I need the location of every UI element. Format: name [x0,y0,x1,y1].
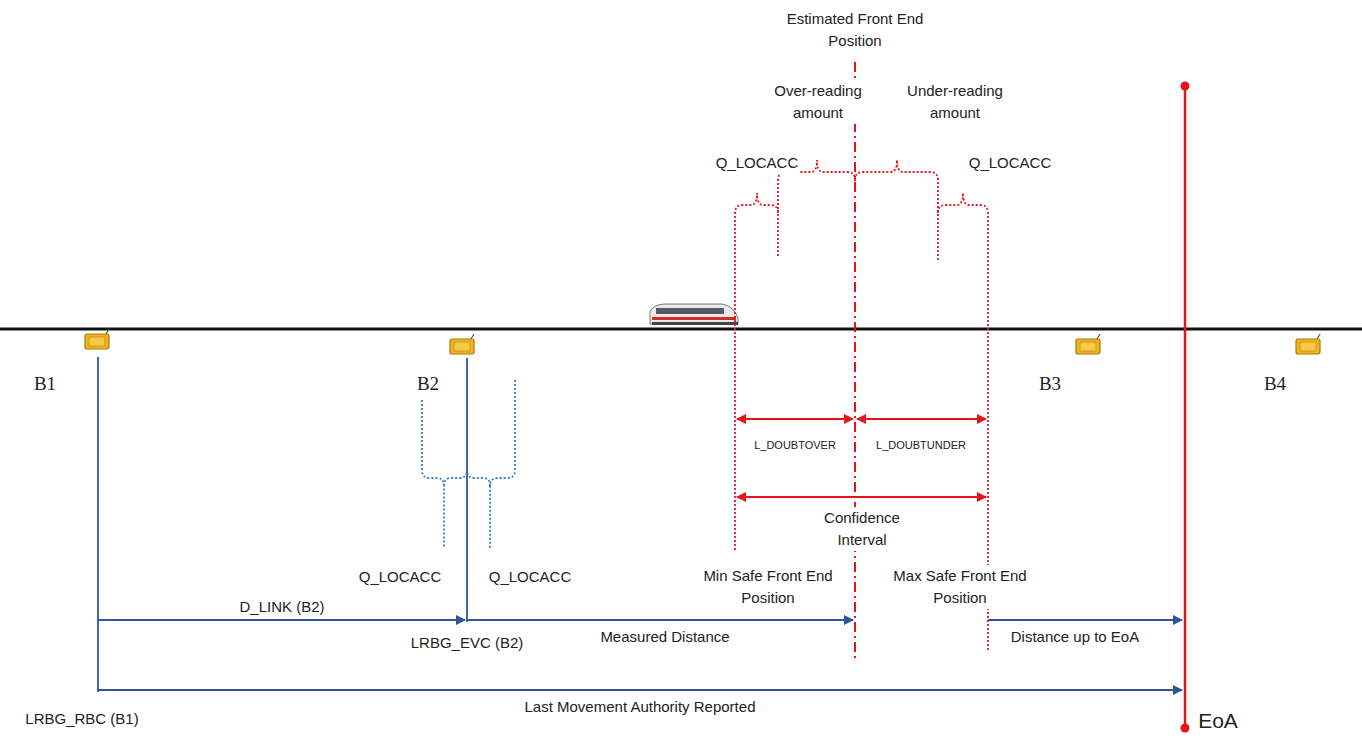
label: Q_LOCACC [714,152,801,174]
label: LRBG_RBC (B1) [23,708,140,730]
balise [85,329,109,349]
label: Over-reading amount [761,80,875,124]
balise [450,334,474,354]
balise-accuracy-brackets [422,380,515,548]
label: Distance up to EoA [1009,626,1141,648]
estimated-front-line [854,62,856,662]
label: Q_LOCACC [357,566,444,588]
eoa-line [1184,86,1187,728]
label: L_DOUBTUNDER [874,438,968,454]
reference-lines [98,357,1182,692]
label: B2 [415,370,441,398]
label: B1 [32,370,58,398]
label: Confidence Interval [810,507,914,551]
label: Last Movement Authority Reported [523,696,758,718]
label: Measured Distance [598,626,731,648]
label: Max Safe Front End Position [883,565,1037,609]
balise [1076,334,1100,354]
label: B4 [1262,370,1288,398]
label: Estimated Front End Position [778,8,932,52]
label: Q_LOCACC [487,566,574,588]
eoa-dot [1181,82,1190,91]
train [650,304,738,325]
track [0,328,1362,331]
label: Under-reading amount [898,80,1012,124]
balise [1296,334,1320,354]
label: L_DOUBTOVER [752,438,838,454]
dimension-arrows [737,419,986,497]
label: LRBG_EVC (B2) [409,632,526,654]
label: Q_LOCACC [967,152,1054,174]
label: B3 [1037,370,1063,398]
label: Min Safe Front End Position [691,565,845,609]
eoa-dot [1181,724,1190,733]
label: EoA [1196,706,1240,736]
label: D_LINK (B2) [237,596,326,618]
